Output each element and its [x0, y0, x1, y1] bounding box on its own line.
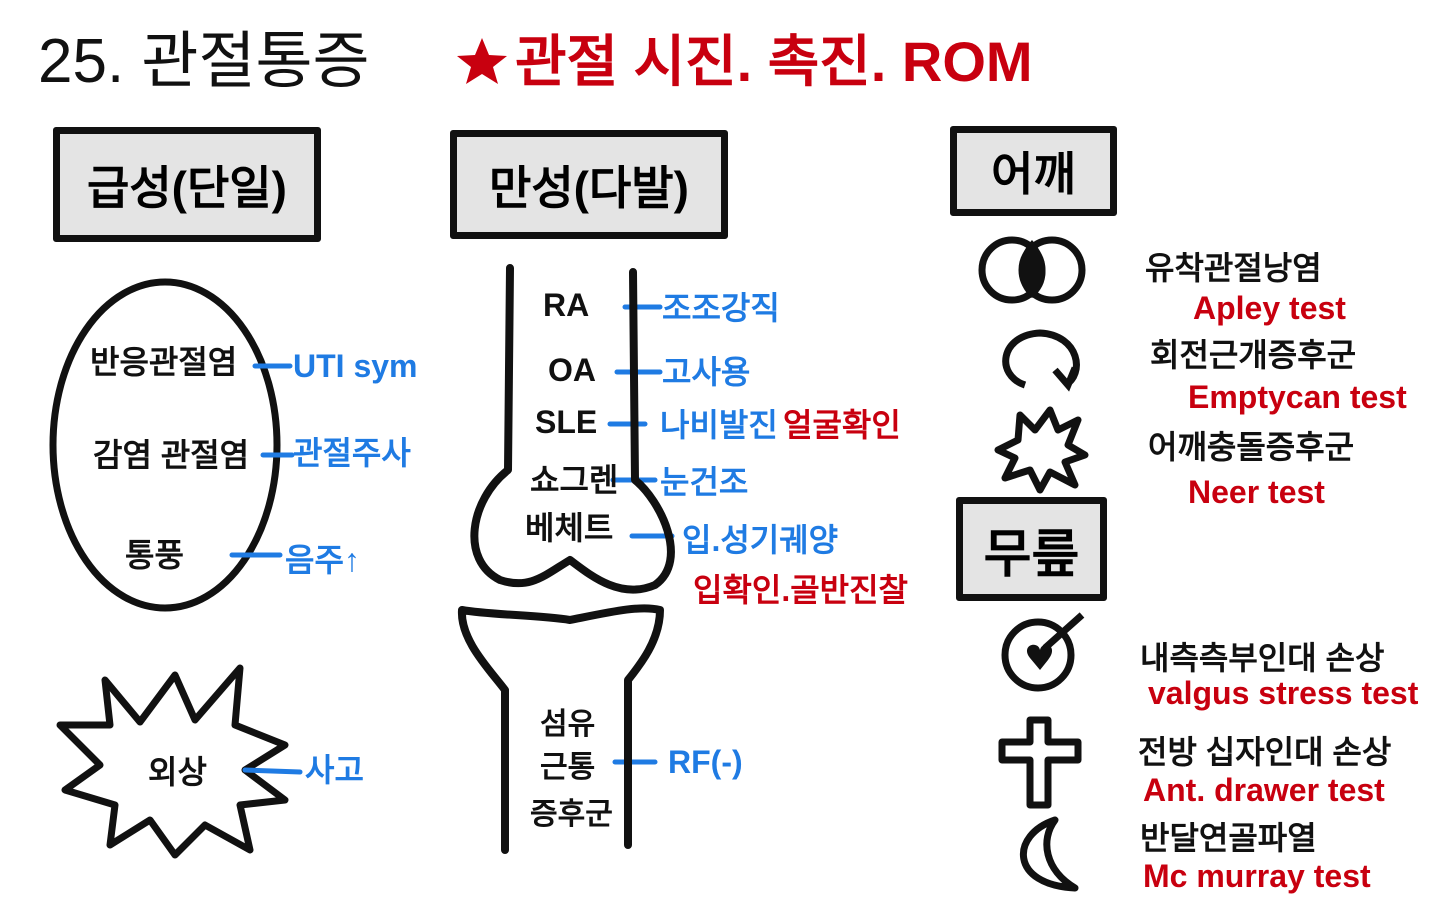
- acute-item-cause: 관절주사: [293, 435, 411, 471]
- acute-item-name: 감염 관절염: [93, 437, 250, 473]
- fibromyalgia-label: 증후군: [530, 798, 613, 831]
- meniscus-crescent-icon: [1019, 816, 1079, 892]
- impingement-burst-icon: [994, 406, 1089, 494]
- title-highlight: 관절 시진. 촉진. ROM: [515, 30, 1033, 93]
- trauma-cause: 사고: [305, 752, 364, 788]
- shoulder-item-name: 유착관절낭염: [1145, 250, 1322, 286]
- knee-item-test: Mc murray test: [1143, 858, 1371, 894]
- chronic-item-name: 베체트: [525, 510, 614, 546]
- chronic-item-feature: 나비발진: [660, 407, 778, 443]
- trauma-burst-icon: [56, 664, 289, 859]
- chronic-header: 만성(다발): [450, 130, 728, 239]
- acute-oval: [49, 278, 281, 612]
- knee-item-name: 전방 십자인대 손상: [1138, 734, 1392, 770]
- acute-item-cause: 음주↑: [285, 542, 360, 578]
- knee-item-name: 내측측부인대 손상: [1140, 640, 1385, 676]
- tibia-drawing: [457, 604, 664, 854]
- acute-item-cause: UTI sym: [293, 348, 418, 384]
- knee-header: 무릎: [956, 497, 1107, 601]
- trauma-label: 외상: [148, 754, 207, 790]
- chronic-item-check: 얼굴확인: [783, 407, 901, 443]
- acute-item-name: 통풍: [125, 537, 184, 573]
- fibromyalgia-label: 근통: [540, 751, 596, 784]
- acute-item-name: 반응관절염: [90, 344, 238, 380]
- acl-cross-icon: [998, 716, 1082, 809]
- shoulder-item-name: 회전근개증후군: [1150, 337, 1357, 373]
- star-icon: [457, 38, 507, 84]
- fibromyalgia-feature: RF(-): [668, 744, 743, 780]
- chronic-item-name: OA: [548, 352, 596, 388]
- femur-drawing: [470, 264, 675, 594]
- knee-item-test: valgus stress test: [1148, 675, 1419, 711]
- shoulder-item-name: 어깨충돌증후군: [1148, 429, 1355, 465]
- shoulder-header: 어깨: [950, 126, 1117, 216]
- acute-header: 급성(단일): [53, 127, 321, 242]
- knee-item-name: 반달연골파열: [1140, 820, 1317, 856]
- shoulder-item-test: Neer test: [1188, 474, 1325, 510]
- fibromyalgia-label: 섬유: [540, 708, 596, 741]
- chronic-item-name: RA: [543, 287, 590, 323]
- chronic-item-feature: 조조강직: [662, 290, 780, 326]
- mcl-icon: [1001, 618, 1075, 692]
- chronic-item-name: 쇼그렌: [530, 462, 619, 498]
- page-title: 25. 관절통증: [38, 27, 370, 96]
- chronic-item-feature: 눈건조: [660, 464, 749, 500]
- chronic-item-feature: 고사용: [662, 354, 751, 390]
- chronic-item-name: SLE: [535, 404, 598, 440]
- chronic-item-check: 입확인.골반진찰: [693, 572, 908, 608]
- shoulder-item-test: Apley test: [1193, 290, 1346, 326]
- shoulder-item-test: Emptycan test: [1188, 379, 1407, 415]
- knee-item-test: Ant. drawer test: [1143, 772, 1385, 808]
- chronic-item-feature: 입.성기궤양: [682, 522, 839, 558]
